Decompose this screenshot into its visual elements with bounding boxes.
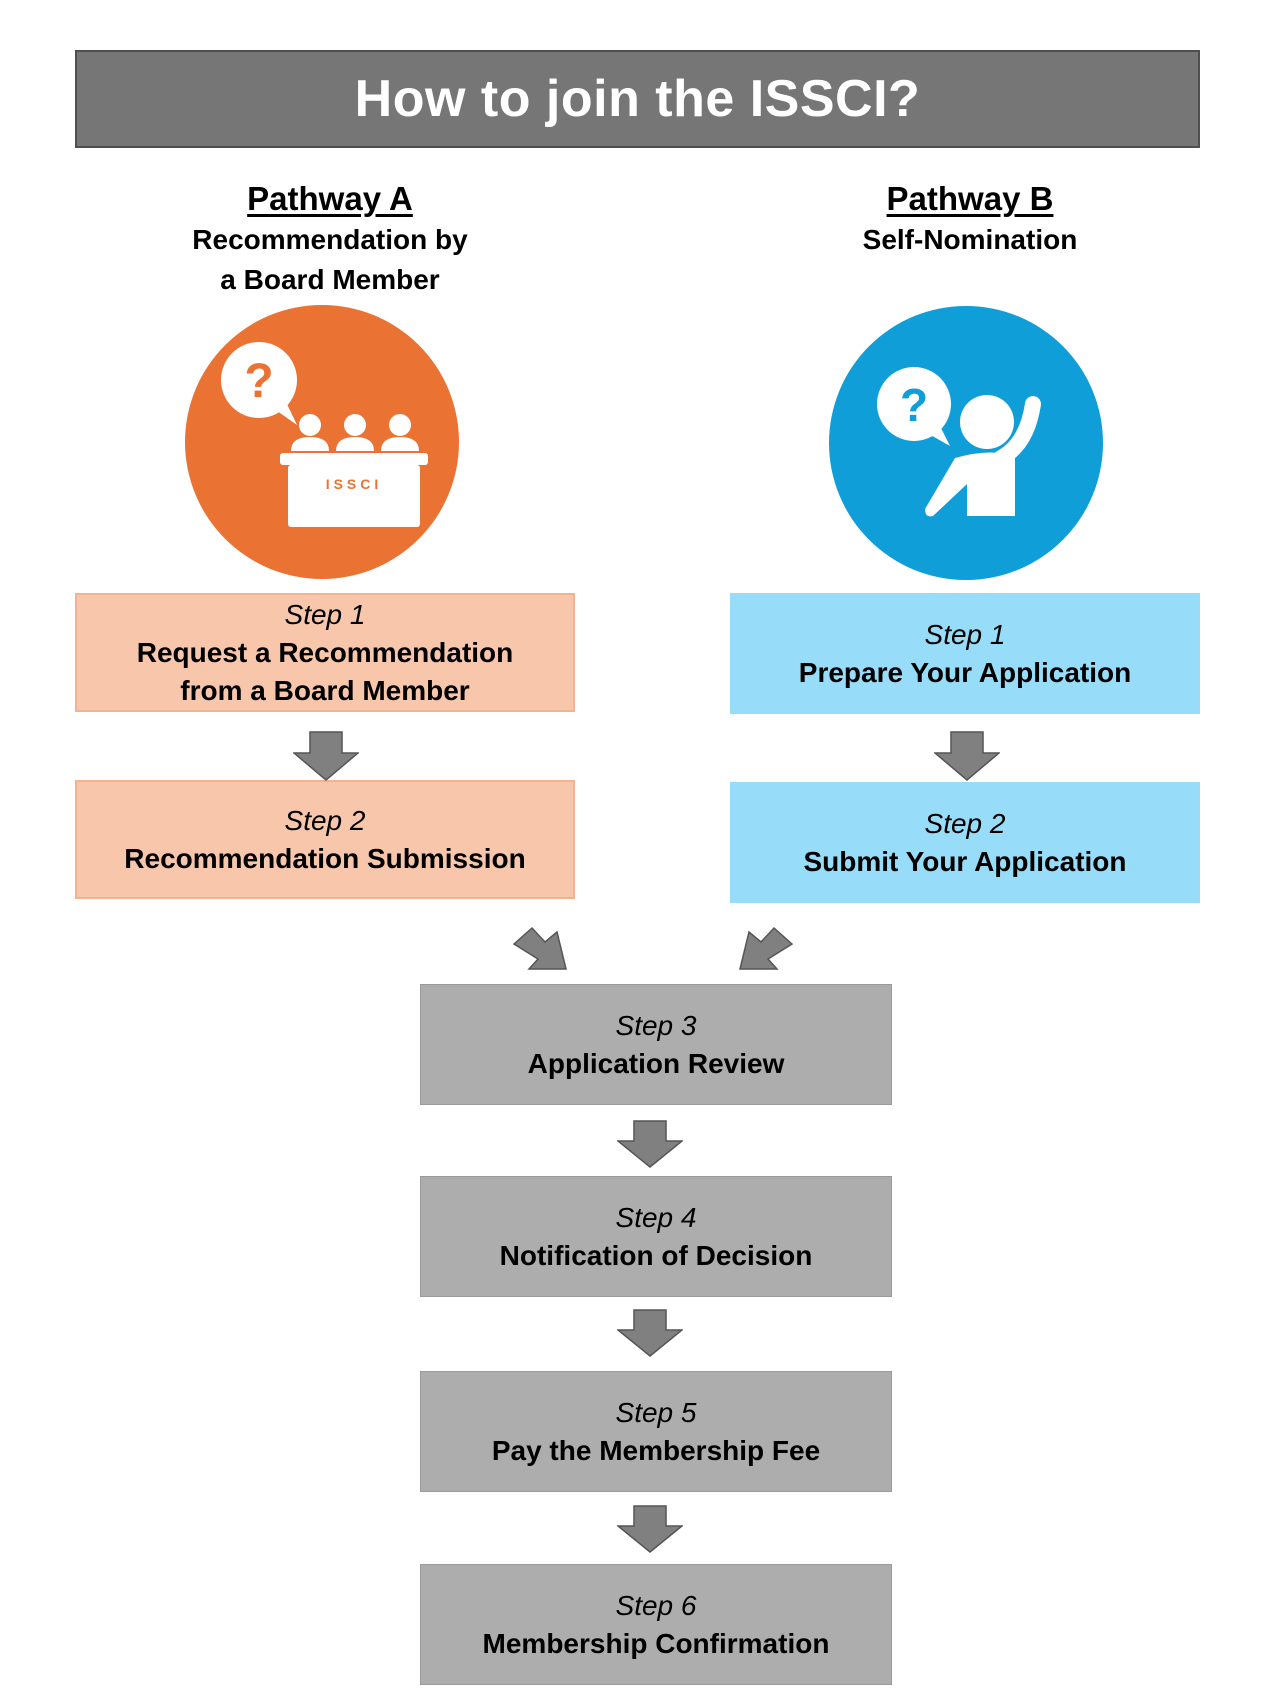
icon-desk-label: ISSCI bbox=[326, 476, 383, 492]
pathway-b-name: Pathway B bbox=[886, 180, 1054, 217]
down-arrow-icon bbox=[617, 1505, 683, 1553]
down-arrow-icon bbox=[617, 1309, 683, 1357]
raised-hand-person-question-icon: ? bbox=[829, 306, 1103, 580]
pathway-a-header: Pathway A Recommendation by a Board Memb… bbox=[120, 178, 540, 300]
step-label: Step 3 bbox=[615, 1009, 697, 1041]
step-4-box: Step 4 Notification of Decision bbox=[420, 1176, 892, 1297]
pathway-a-step-1-box: Step 1 Request a Recommendation from a B… bbox=[75, 593, 575, 712]
step-title: Prepare Your Application bbox=[798, 656, 1132, 688]
pathway-a-step-2-box: Step 2 Recommendation Submission bbox=[75, 780, 575, 899]
svg-text:?: ? bbox=[900, 379, 928, 431]
step-label: Step 5 bbox=[615, 1396, 697, 1428]
step-title: Membership Confirmation bbox=[482, 1627, 830, 1659]
pathway-b-subtitle: Self-Nomination bbox=[862, 224, 1078, 255]
step-title: Request a Recommendation from a Board Me… bbox=[136, 636, 514, 706]
step-title: Application Review bbox=[527, 1047, 785, 1079]
step-label: Step 4 bbox=[615, 1201, 697, 1233]
step-6-box: Step 6 Membership Confirmation bbox=[420, 1564, 892, 1685]
pathway-a-subtitle: Recommendation by a Board Member bbox=[192, 224, 468, 295]
diagonal-arrow-down-left-icon bbox=[730, 915, 796, 973]
step-label: Step 6 bbox=[615, 1589, 697, 1621]
diagonal-arrow-down-right-icon bbox=[510, 915, 576, 973]
pathway-b-step-1-box: Step 1 Prepare Your Application bbox=[730, 593, 1200, 714]
step-label: Step 1 bbox=[924, 618, 1006, 650]
down-arrow-icon bbox=[617, 1120, 683, 1168]
svg-text:?: ? bbox=[244, 355, 273, 408]
step-label: Step 1 bbox=[284, 598, 366, 630]
step-title: Pay the Membership Fee bbox=[491, 1434, 821, 1466]
title-banner: How to join the ISSCI? bbox=[75, 50, 1200, 148]
page-title: How to join the ISSCI? bbox=[354, 70, 921, 128]
pathway-b-header: Pathway B Self-Nomination bbox=[760, 178, 1180, 260]
step-label: Step 2 bbox=[284, 804, 366, 836]
down-arrow-icon bbox=[293, 731, 359, 781]
step-title: Recommendation Submission bbox=[124, 842, 526, 874]
step-title: Submit Your Application bbox=[803, 845, 1127, 877]
board-panel-question-icon: ? ISSCI bbox=[185, 305, 459, 579]
step-title: Notification of Decision bbox=[499, 1239, 813, 1271]
step-3-box: Step 3 Application Review bbox=[420, 984, 892, 1105]
step-label: Step 2 bbox=[924, 807, 1006, 839]
pathway-b-step-2-box: Step 2 Submit Your Application bbox=[730, 782, 1200, 903]
down-arrow-icon bbox=[934, 731, 1000, 781]
step-5-box: Step 5 Pay the Membership Fee bbox=[420, 1371, 892, 1492]
pathway-a-name: Pathway A bbox=[247, 180, 413, 217]
